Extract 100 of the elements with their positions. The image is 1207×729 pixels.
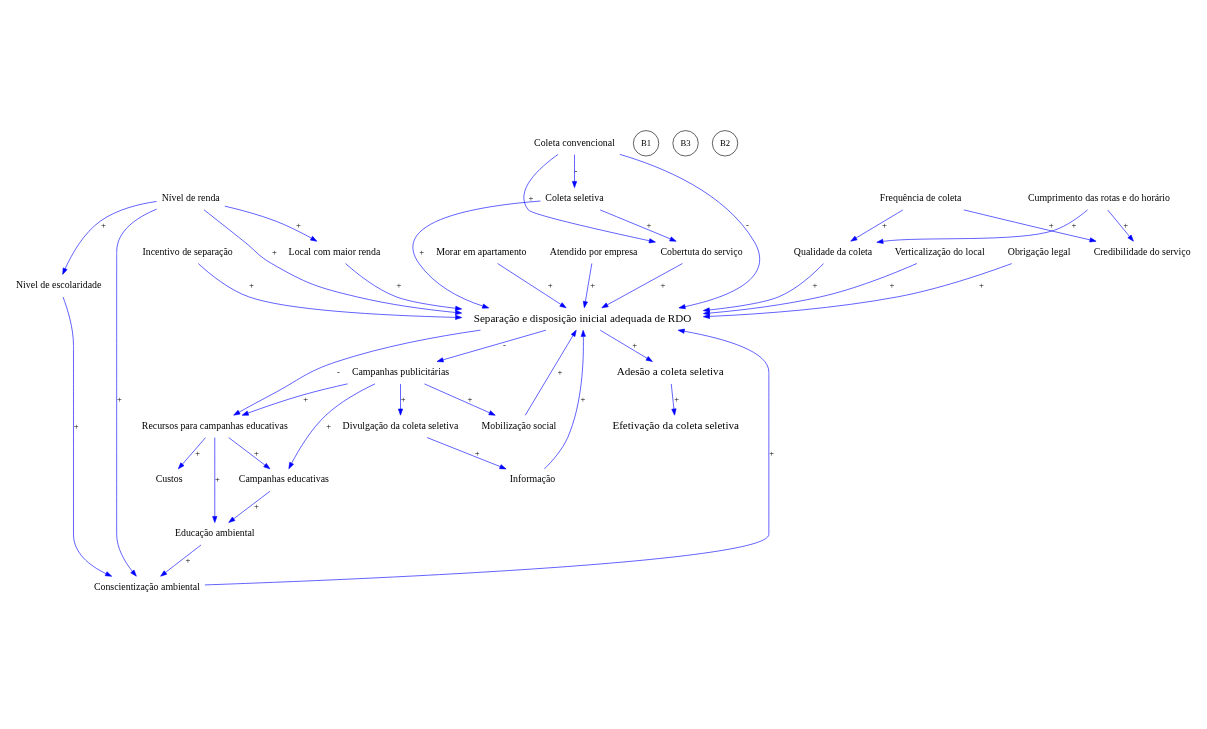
edge-label: + (769, 447, 775, 458)
edge-label: + (195, 447, 201, 458)
edge-label: + (419, 246, 425, 257)
edge-label: + (646, 219, 652, 230)
arrow (241, 383, 348, 416)
edge-label: + (474, 447, 480, 458)
arrow (203, 209, 462, 315)
arrow (702, 263, 824, 313)
arrow (497, 263, 567, 309)
edge-label: + (660, 279, 666, 290)
node-text: Atendido por empresa (549, 245, 638, 257)
arrow (601, 263, 683, 309)
node-text: Nível de renda (161, 192, 220, 204)
edge-label: - (746, 219, 750, 230)
edge-label: + (253, 447, 259, 458)
arrow (398, 383, 403, 416)
edge-label: + (400, 393, 406, 404)
edge-label: + (303, 393, 309, 404)
node-text: Coleta convencional (534, 136, 615, 148)
edge-label: + (117, 393, 122, 404)
edge-label: + (528, 192, 534, 203)
node-text: Informação (509, 473, 556, 485)
edge-label: + (889, 279, 895, 290)
node-text: Verticalização do local (894, 245, 985, 257)
arrow (424, 383, 496, 416)
arrow (599, 329, 653, 362)
node-text: Separação e disposição inicial adequada de RDO (473, 311, 692, 324)
arrow (524, 329, 577, 416)
edge-label: + (1071, 219, 1077, 230)
arrow (523, 154, 656, 244)
arrow (197, 263, 463, 320)
arrow (224, 205, 318, 242)
edge-label: + (100, 219, 106, 230)
label: B3 (680, 137, 691, 148)
arrow (233, 329, 481, 416)
node-text: Campanhas publicitárias (351, 366, 450, 378)
arrow (876, 209, 1088, 244)
node-text: Nivel de escolaridade (15, 279, 102, 291)
edge-label: + (978, 279, 984, 290)
node-text: Frequência de coleta (879, 192, 962, 204)
arrow (963, 209, 1097, 243)
node-text: Campanhas educativas (238, 473, 329, 485)
edge-label: + (674, 393, 680, 404)
arrow (345, 263, 462, 311)
arrow (228, 437, 271, 470)
arrow (116, 208, 158, 577)
edge-label: - (574, 166, 578, 177)
arrow (412, 200, 541, 309)
node-text: Custos (155, 473, 183, 485)
node-text: Coleta seletiva (545, 192, 604, 204)
edge-label: + (812, 279, 818, 290)
edge-label: + (467, 393, 473, 404)
edge-label: + (1123, 219, 1129, 230)
arrow (62, 296, 112, 577)
arrow (619, 154, 760, 310)
edge-label: + (557, 366, 563, 377)
edge-label: + (1048, 219, 1054, 230)
node-text: Recursos para campanhas educativas (141, 419, 288, 431)
arrow (1107, 209, 1134, 242)
edge-label: + (882, 219, 887, 230)
edge-label: + (185, 554, 191, 565)
arrow (426, 437, 507, 470)
edge-label: + (295, 219, 301, 230)
node-text: Conscientização ambiental (93, 580, 200, 592)
edge-label: + (271, 246, 277, 257)
arrow (436, 329, 547, 363)
arrow (850, 209, 904, 242)
edge-label: + (632, 340, 638, 351)
node-text: Educação ambiental (174, 527, 255, 539)
edge-label: + (73, 420, 79, 431)
arrow (228, 491, 271, 523)
edge-label: + (396, 279, 402, 290)
edge-label: - (503, 340, 506, 351)
node-text: Efetivação da coleta seletiva (612, 419, 739, 432)
arrow (572, 154, 577, 188)
arrow (62, 201, 157, 275)
arrow (160, 544, 202, 577)
arrow (670, 383, 677, 416)
node-text: Mobilização social (481, 419, 557, 431)
edge-label: + (326, 420, 332, 431)
label: B1 (641, 137, 652, 148)
node-text: Credibilidade do serviço (1093, 245, 1191, 257)
edge-label: + (215, 474, 220, 485)
arrow (204, 328, 770, 586)
arrow (288, 383, 376, 470)
edge-label: + (547, 279, 553, 290)
arrow (544, 329, 586, 470)
edge-label: + (253, 501, 259, 512)
arrow (582, 263, 593, 308)
edge-label: + (580, 393, 586, 404)
arrow (212, 437, 218, 523)
node-text: Local com maior renda (288, 245, 381, 257)
node-text: Divulgação da coleta seletiva (342, 419, 459, 431)
node-text: Qualidade da coleta (793, 245, 873, 257)
edge-label: + (249, 279, 254, 290)
arrow (599, 209, 677, 242)
node-text: Morar em apartamento (436, 245, 527, 257)
node-text: Cobertuta do serviço (660, 245, 743, 257)
edge-label: + (590, 279, 596, 290)
edge-label: - (337, 366, 340, 377)
